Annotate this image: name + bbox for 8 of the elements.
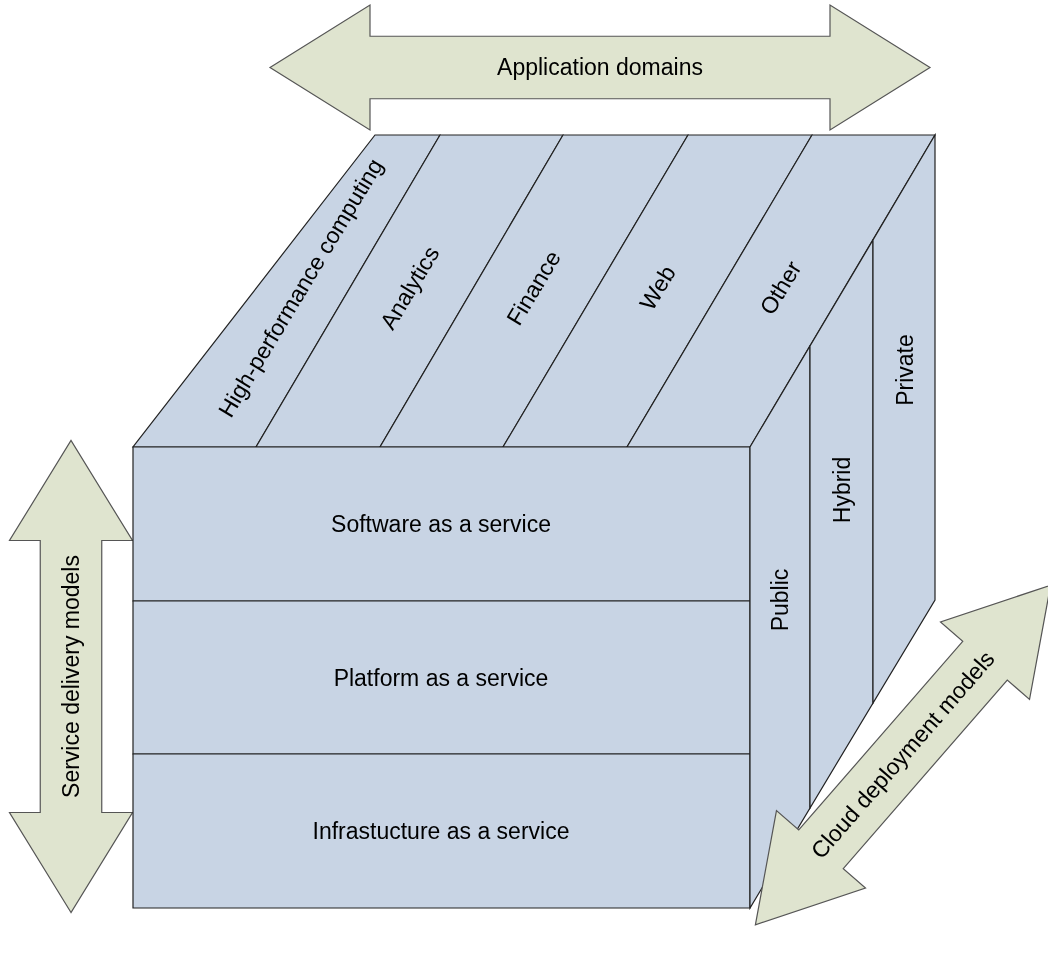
- band-label: Infrastucture as a service: [312, 817, 570, 845]
- arrow-label: Application domains: [497, 53, 703, 81]
- strip-label: Public: [766, 568, 794, 632]
- band-label: Platform as a service: [333, 664, 549, 691]
- strip-label: Private: [891, 334, 919, 406]
- band-label: Software as a service: [331, 510, 551, 538]
- strip-label: Hybrid: [828, 456, 856, 524]
- arrow-label: Service delivery models: [57, 554, 85, 798]
